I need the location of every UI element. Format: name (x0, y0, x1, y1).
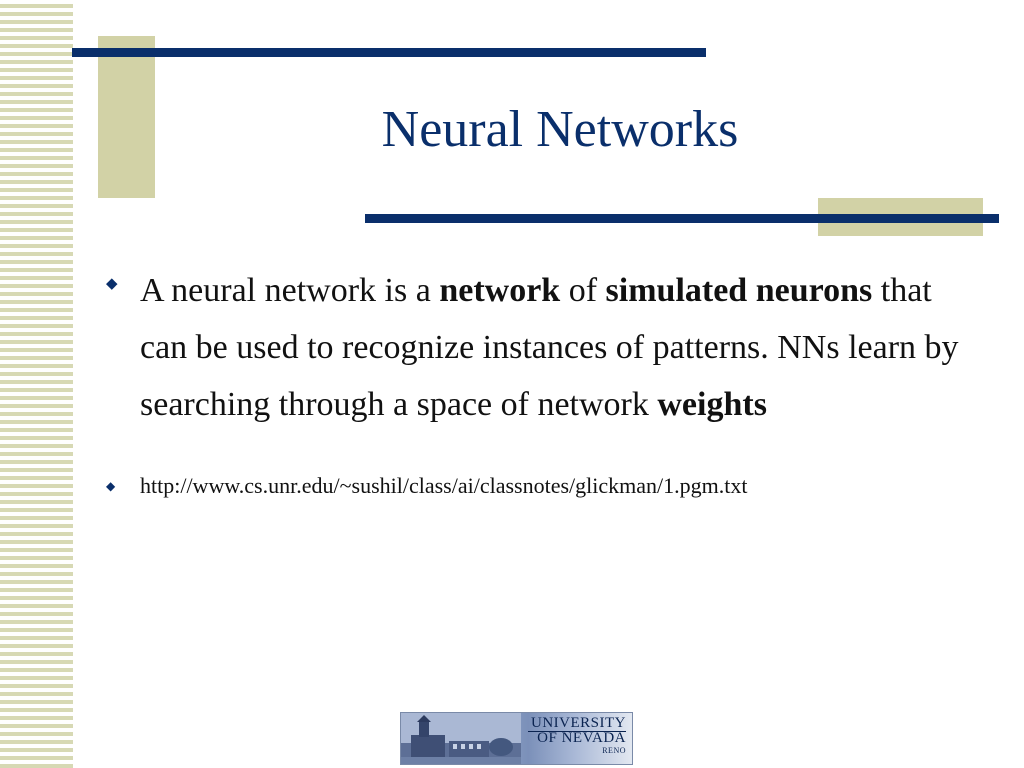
logo-divider (528, 731, 626, 732)
campus-building-icon (401, 713, 521, 764)
diamond-bullet-icon: ◆ (106, 276, 118, 292)
navy-accent-bar-top (72, 48, 706, 57)
bullet-list: ◆ A neural network is a network of simul… (104, 262, 984, 501)
slide-title: Neural Networks (381, 101, 739, 158)
bullet-item-definition: ◆ A neural network is a network of simul… (104, 262, 984, 433)
bullet-text-bold-network: network (439, 272, 561, 309)
diamond-bullet-icon: ◆ (106, 479, 116, 493)
university-logo: UNIVERSITY OF NEVADA RENO (400, 712, 633, 765)
navy-accent-bar-bottom (365, 214, 999, 223)
bullet-text-bold-simulated-neurons: simulated neurons (605, 272, 873, 309)
logo-wordmark: UNIVERSITY OF NEVADA RENO (531, 716, 626, 756)
tan-accent-block-left (98, 36, 155, 198)
bullet-item-link: ◆ http://www.cs.unr.edu/~sushil/class/ai… (104, 471, 984, 501)
bullet-text-segment: of (560, 272, 606, 309)
striped-sidebar-decoration (0, 0, 73, 768)
logo-line-university: UNIVERSITY (531, 715, 626, 731)
bullet-text-segment: A neural network is a (140, 272, 440, 309)
reference-link[interactable]: http://www.cs.unr.edu/~sushil/class/ai/c… (140, 473, 748, 498)
logo-line-of-nevada: OF NEVADA (537, 730, 626, 746)
bullet-text-bold-weights: weights (657, 386, 767, 423)
logo-line-reno: RENO (602, 746, 626, 755)
bullet-text-segment: that can be used to recognize instances … (140, 272, 959, 423)
